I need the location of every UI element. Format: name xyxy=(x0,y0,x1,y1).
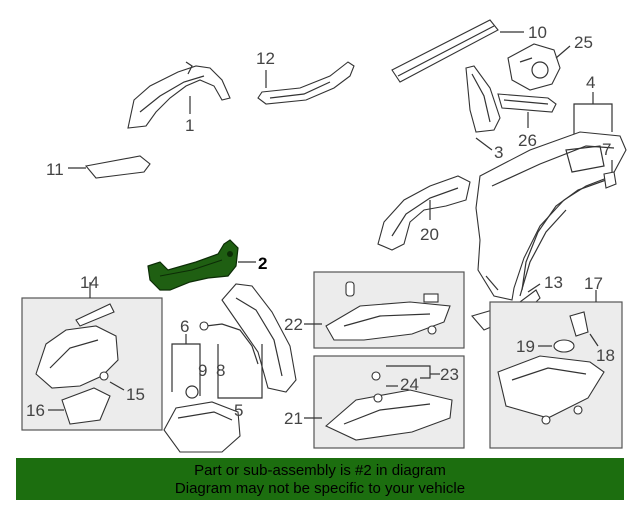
part-6-cable[interactable] xyxy=(199,321,259,365)
callout-5[interactable]: 5 xyxy=(234,401,243,420)
callout-26[interactable]: 26 xyxy=(518,131,537,150)
part-11-trim[interactable] xyxy=(84,155,151,179)
callout-16[interactable]: 16 xyxy=(26,401,45,420)
leader-23 xyxy=(386,365,431,379)
callout-19[interactable]: 19 xyxy=(516,337,535,356)
part-20-trim[interactable] xyxy=(377,175,471,251)
callout-2[interactable]: 2 xyxy=(258,254,267,273)
leader-18 xyxy=(589,333,599,347)
callout-8[interactable]: 8 xyxy=(216,361,225,380)
callout-17[interactable]: 17 xyxy=(584,274,603,293)
callout-20[interactable]: 20 xyxy=(420,225,439,244)
leader-15 xyxy=(109,381,125,391)
part-25-clip[interactable] xyxy=(507,43,561,91)
leader-13 xyxy=(527,283,541,293)
callout-14[interactable]: 14 xyxy=(80,273,99,292)
part-26-bar[interactable] xyxy=(497,93,557,113)
callout-12[interactable]: 12 xyxy=(256,49,275,68)
leader-4 xyxy=(573,103,613,134)
part-17-storage-bin[interactable] xyxy=(497,355,605,425)
part-7-weatherstrip[interactable] xyxy=(521,171,617,291)
part-10-strip[interactable] xyxy=(391,19,499,83)
part-15-clip[interactable] xyxy=(99,371,109,381)
part-5-bin[interactable] xyxy=(163,385,241,453)
callout-1[interactable]: 1 xyxy=(185,116,194,135)
banner-line-2: Diagram may not be specific to your vehi… xyxy=(174,480,466,497)
callout-10[interactable]: 10 xyxy=(528,23,547,42)
callout-21[interactable]: 21 xyxy=(284,409,303,428)
part-21-floor-panel[interactable] xyxy=(324,371,453,441)
part-8-inner-trim[interactable] xyxy=(221,283,297,393)
part-1-bracket[interactable] xyxy=(127,61,231,129)
callout-23[interactable]: 23 xyxy=(440,365,459,384)
leader-3 xyxy=(475,137,493,151)
part-4-quarter-panel[interactable] xyxy=(475,131,627,301)
callout-18[interactable]: 18 xyxy=(596,346,615,365)
part-22-panel[interactable] xyxy=(325,281,451,341)
callout-22[interactable]: 22 xyxy=(284,315,303,334)
callout-9[interactable]: 9 xyxy=(198,361,207,380)
part-19-cover[interactable] xyxy=(553,339,575,353)
part-3-pillar-trim[interactable] xyxy=(465,65,501,133)
callout-7[interactable]: 7 xyxy=(602,140,611,159)
notice-banner: Part or sub-assembly is #2 in diagram Di… xyxy=(16,458,624,500)
part-12-rail[interactable] xyxy=(257,61,355,105)
part-14-side-panel[interactable] xyxy=(35,303,119,389)
callout-13[interactable]: 13 xyxy=(544,273,563,292)
callout-3[interactable]: 3 xyxy=(494,143,503,162)
banner-line-1: Part or sub-assembly is #2 in diagram xyxy=(194,462,446,479)
leader-8-bracket xyxy=(217,344,263,399)
callout-24[interactable]: 24 xyxy=(400,375,419,394)
leader-9-bracket xyxy=(171,343,201,396)
callout-25[interactable]: 25 xyxy=(574,33,593,52)
callout-6[interactable]: 6 xyxy=(180,317,189,336)
part-18-cap[interactable] xyxy=(569,311,589,337)
part-2-bracket[interactable] xyxy=(147,239,239,291)
callout-4[interactable]: 4 xyxy=(586,73,595,92)
part-16-pocket[interactable] xyxy=(61,387,111,425)
callout-11[interactable]: 11 xyxy=(46,160,64,179)
callout-15[interactable]: 15 xyxy=(126,385,145,404)
leader-25 xyxy=(555,45,571,59)
